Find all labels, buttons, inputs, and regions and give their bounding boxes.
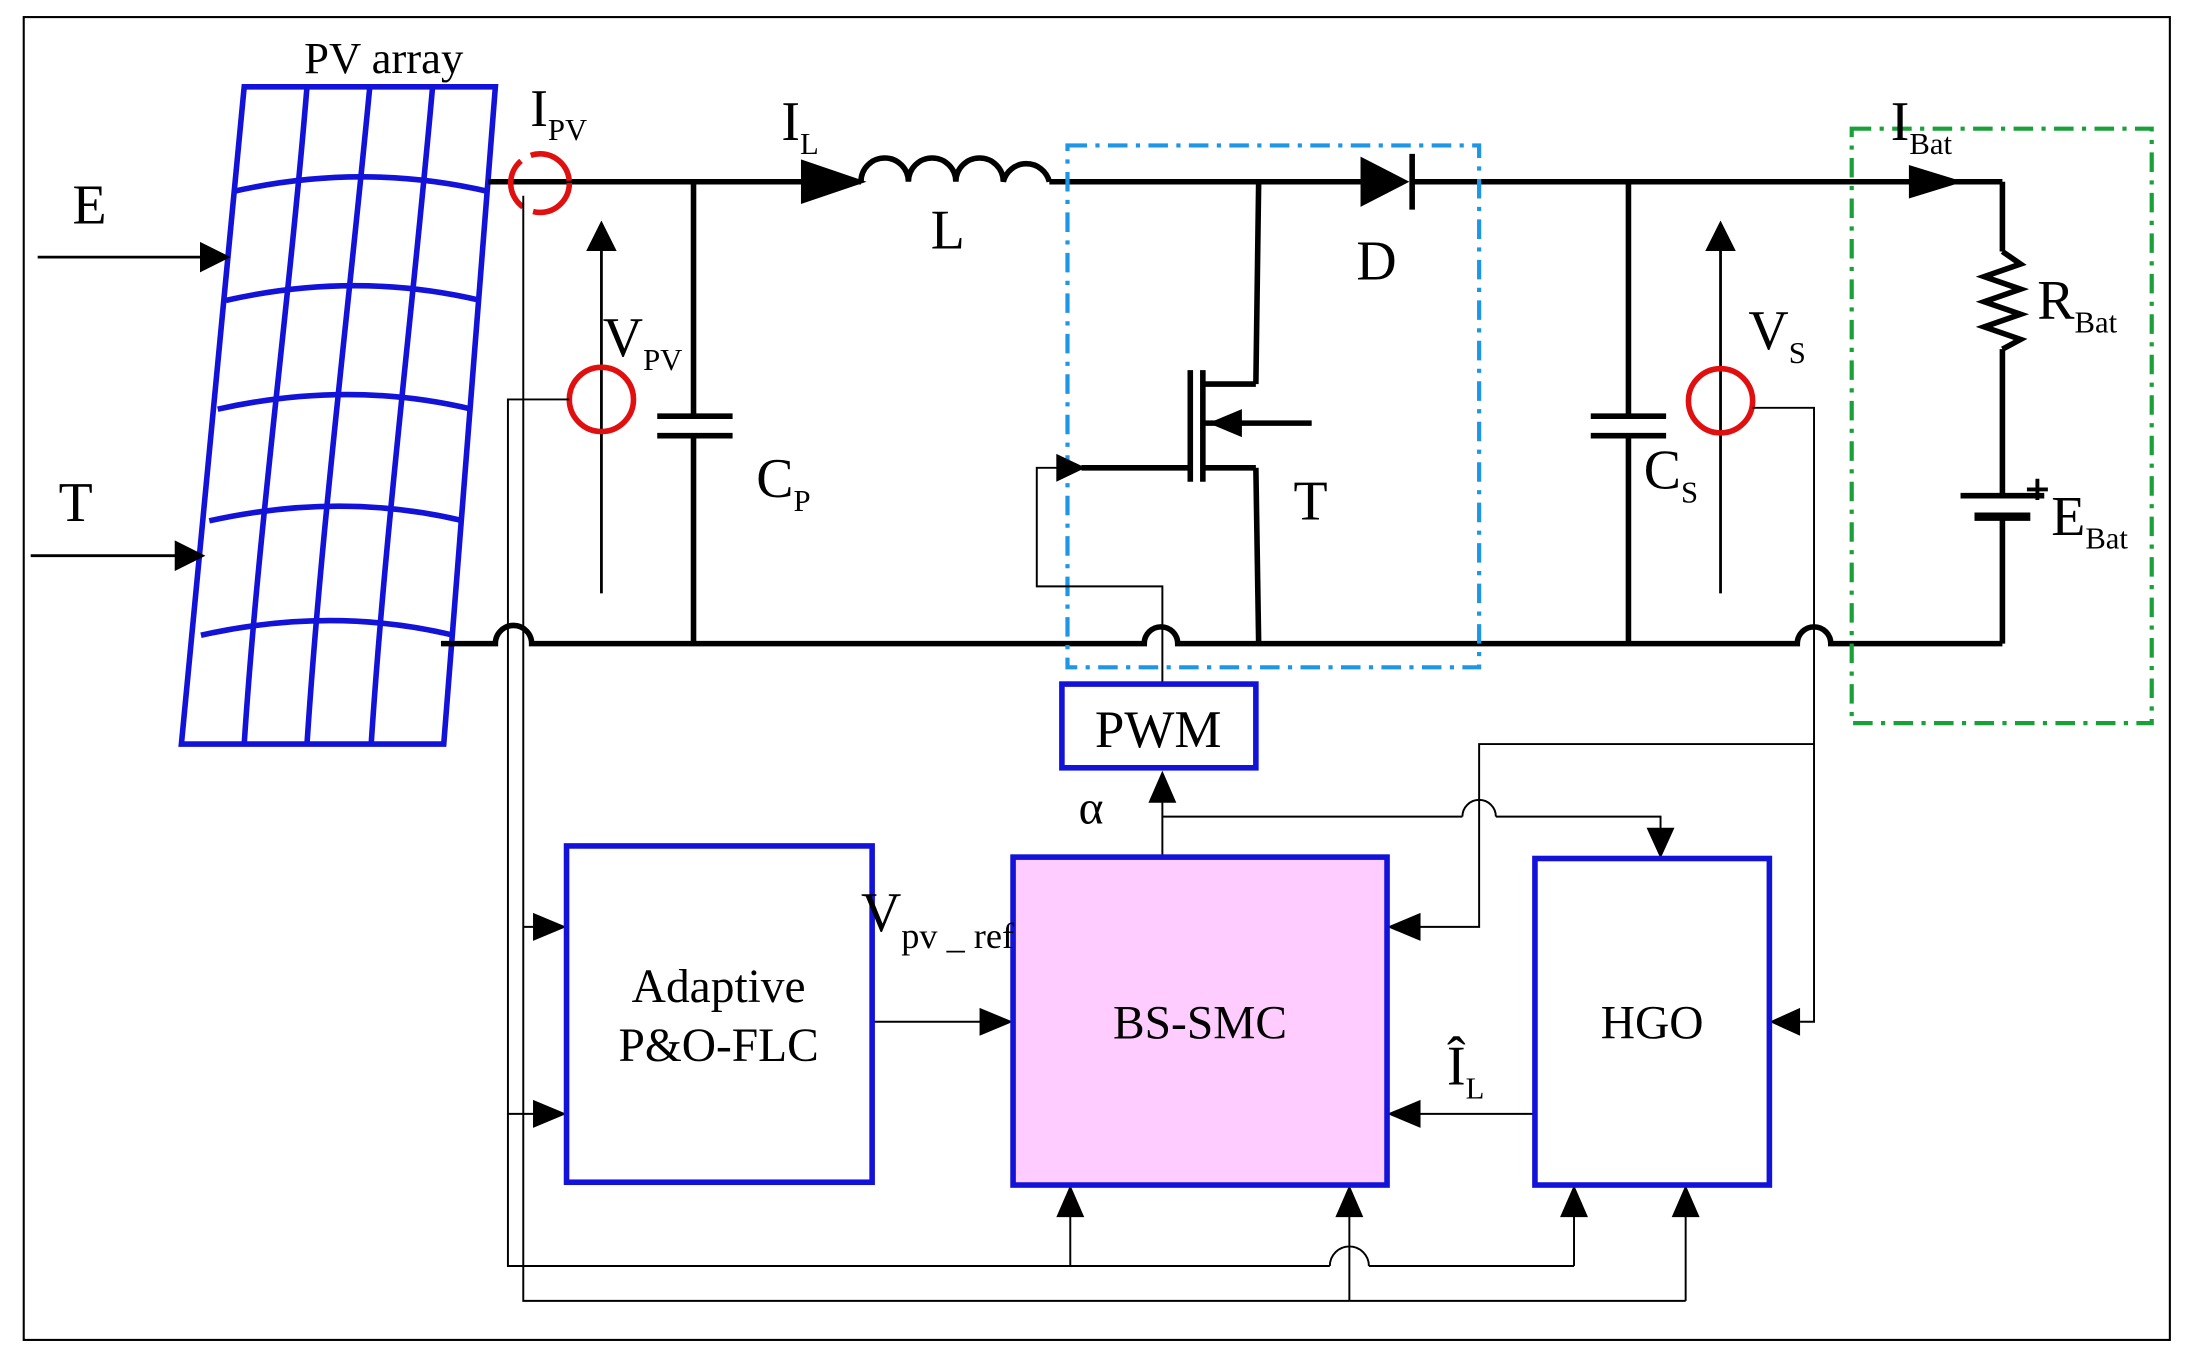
battery-plus-sign: + — [2023, 469, 2051, 508]
signal-wires — [506, 195, 1816, 1302]
irradiance-label: E — [73, 175, 107, 237]
hgo-label: HGO — [1601, 998, 1704, 1050]
il-hat-label: ÎL — [1447, 1036, 1484, 1106]
ebat-label: EBat — [2051, 486, 2128, 556]
diode-symbol — [1360, 156, 1410, 207]
pv-array-label: PV array — [304, 33, 464, 83]
mosfet-arrow — [1208, 409, 1242, 438]
cp-label: CP — [756, 448, 810, 518]
il-label: IL — [781, 91, 818, 161]
rbat-label: RBat — [2037, 269, 2117, 339]
pwm-label: PWM — [1095, 701, 1222, 759]
bs-smc-label: BS-SMC — [1113, 998, 1287, 1050]
pwm-block — [1059, 681, 1259, 771]
converter-dashed-box — [1065, 143, 1482, 670]
vpv-label: VPV — [603, 307, 683, 377]
vs-label: VS — [1748, 300, 1805, 370]
hgo-block — [1532, 855, 1773, 1188]
vs-voltage-sensor — [1685, 365, 1756, 436]
pv-array — [178, 84, 499, 747]
ibat-label: IBat — [1891, 91, 1953, 161]
temperature-label: T — [59, 472, 93, 534]
mppt-label-line2: P&O-FLC — [618, 1020, 818, 1072]
outer-frame — [22, 16, 2171, 1341]
bs-smc-block — [1010, 854, 1390, 1188]
mppt-label-line1: Adaptive — [632, 961, 806, 1013]
ibat-current-arrow — [1908, 164, 1964, 199]
ipv-current-sensor — [507, 151, 573, 216]
diode-label: D — [1356, 230, 1396, 292]
signal-arrowheads — [533, 453, 1801, 1218]
alpha-label: α — [1079, 783, 1104, 835]
battery-dashed-box — [1849, 126, 2154, 726]
cs-label: CS — [1644, 440, 1698, 510]
inductor-label: L — [931, 200, 965, 262]
ipv-label: IPV — [530, 80, 587, 147]
switch-label: T — [1294, 470, 1328, 532]
mppt-block — [563, 843, 875, 1186]
power-circuit — [440, 155, 2045, 647]
vpv-ref-label: Vpv _ ref — [861, 882, 1015, 956]
il-current-arrow — [800, 159, 867, 205]
